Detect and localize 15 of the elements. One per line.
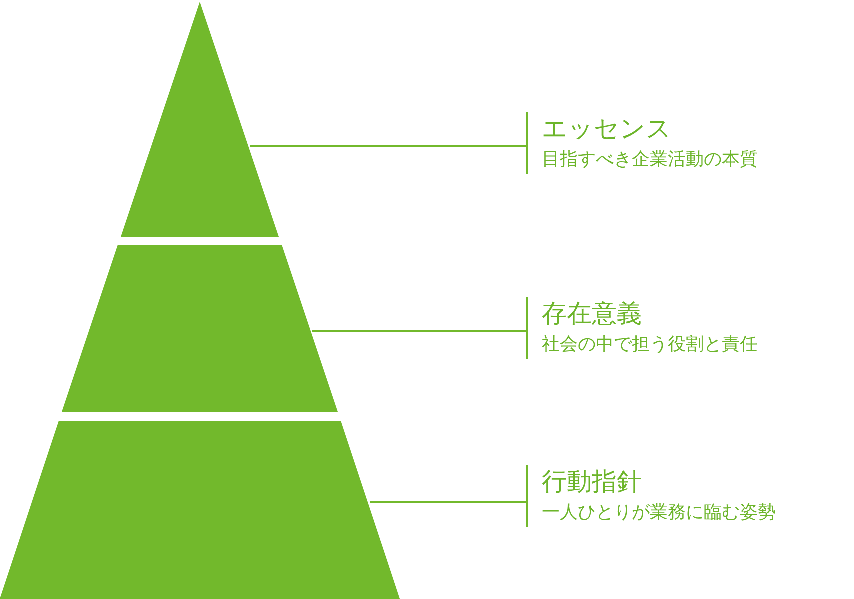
leader-line (370, 501, 526, 503)
description-text: 社会の中で担う役割と責任 (542, 333, 758, 357)
description-text: 目指すべき企業活動の本質 (542, 148, 758, 172)
heading-text: 存在意義 (542, 298, 642, 330)
label-block (526, 112, 758, 174)
label-block (526, 297, 758, 359)
heading-text: 行動指針 (542, 466, 642, 498)
pyramid-tier (62, 245, 338, 412)
pyramid-tier (0, 421, 400, 599)
pyramid-tier (121, 2, 279, 237)
description-text: 一人ひとりが業務に臨む姿勢 (542, 501, 776, 525)
label-block (526, 465, 776, 527)
heading-text: エッセンス (542, 113, 672, 145)
leader-line (312, 330, 526, 332)
leader-line (250, 145, 526, 147)
